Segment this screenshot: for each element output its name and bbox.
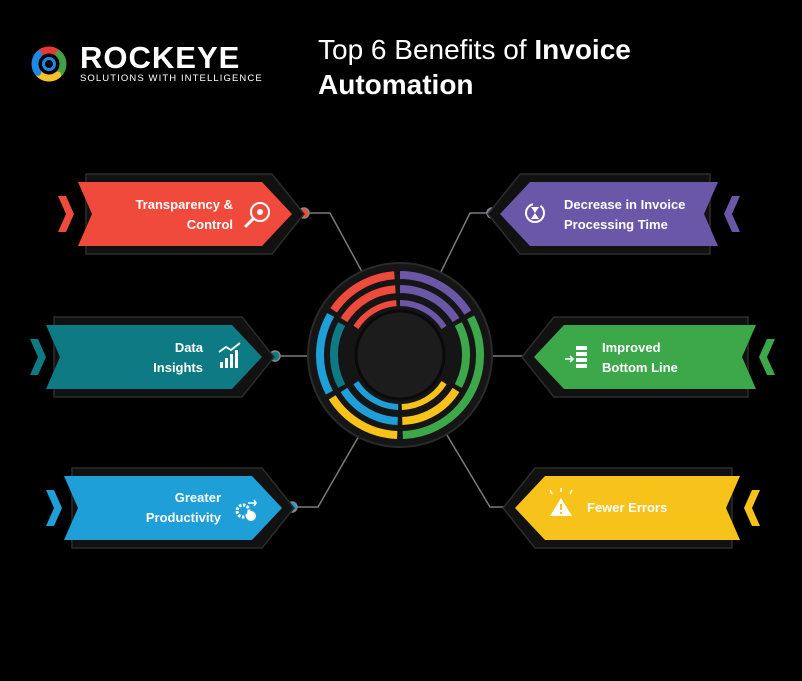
brand-tagline: SOLUTIONS WITH INTELLIGENCE bbox=[80, 73, 263, 84]
ring-outer-red bbox=[330, 271, 395, 313]
benefit-label-bottom-line: Improved Bottom Line bbox=[602, 340, 678, 375]
logo-eye bbox=[42, 57, 56, 71]
ring-outer-yellow bbox=[328, 395, 398, 439]
bar-chart-icon bbox=[218, 342, 241, 368]
ring-mid-red bbox=[340, 285, 396, 323]
brand-name: ROCKEYE bbox=[80, 40, 241, 75]
logo-swirl-arc bbox=[35, 70, 62, 82]
center-hub bbox=[307, 262, 493, 448]
ring-mid-green bbox=[454, 322, 471, 388]
benefit-label-processing-time: Decrease in Invoice Processing Time bbox=[564, 197, 686, 232]
title-bold-line1: Invoice bbox=[534, 34, 631, 65]
ring-outer-purple bbox=[399, 271, 472, 315]
ribbon-processing-time bbox=[500, 182, 718, 246]
title-prefix: Top 6 Benefits of bbox=[318, 34, 535, 65]
gears-icon bbox=[235, 499, 257, 521]
ring-mid-teal bbox=[329, 322, 346, 388]
hub-core bbox=[354, 309, 446, 401]
ribbon-bottom-line bbox=[534, 325, 756, 389]
connector-processing-time bbox=[431, 212, 492, 291]
ring-mid-purple bbox=[399, 284, 460, 323]
logo-swirl-arc bbox=[31, 50, 43, 76]
logo-swirl-arc bbox=[55, 50, 67, 78]
ribbon-data-insights bbox=[46, 325, 262, 389]
chevron-bottom-line bbox=[759, 339, 775, 375]
chevron-processing-time bbox=[724, 196, 740, 232]
benefit-label-data-insights: Data Insights bbox=[153, 340, 203, 375]
ring-inner-red bbox=[353, 300, 397, 330]
benefit-ribbons bbox=[30, 173, 775, 549]
chevron-data-insights bbox=[30, 339, 46, 375]
ring-outer-blue bbox=[316, 313, 335, 395]
ring-inner-blue bbox=[353, 380, 399, 410]
title-bold-line2: Automation bbox=[318, 69, 474, 100]
ring-inner-purple bbox=[399, 299, 447, 330]
page-title: Top 6 Benefits of Invoice Automation bbox=[318, 32, 788, 102]
chevron-productivity bbox=[46, 490, 62, 526]
benefit-label-productivity: Greater Productivity bbox=[145, 490, 221, 525]
ring-outer-green bbox=[402, 315, 484, 439]
ring-inner-yellow bbox=[401, 380, 447, 410]
hourglass-icon bbox=[525, 203, 545, 223]
ribbon-productivity bbox=[64, 476, 282, 540]
ring-mid-yellow bbox=[402, 387, 460, 425]
benefit-label-transparency: Transparency & Control bbox=[135, 197, 233, 232]
stacked-coins-icon bbox=[565, 346, 587, 368]
chevron-fewer-errors bbox=[744, 490, 760, 526]
connector-transparency bbox=[304, 212, 373, 291]
magnifier-eye-icon bbox=[244, 202, 270, 228]
ribbon-transparency bbox=[78, 182, 292, 246]
benefit-label-fewer-errors: Fewer Errors bbox=[587, 500, 668, 515]
rockeye-logo-icon bbox=[31, 46, 67, 82]
warning-triangle-icon bbox=[549, 488, 573, 516]
connector-productivity bbox=[292, 419, 369, 508]
chevron-transparency bbox=[58, 196, 74, 232]
ring-mid-blue bbox=[340, 387, 398, 425]
